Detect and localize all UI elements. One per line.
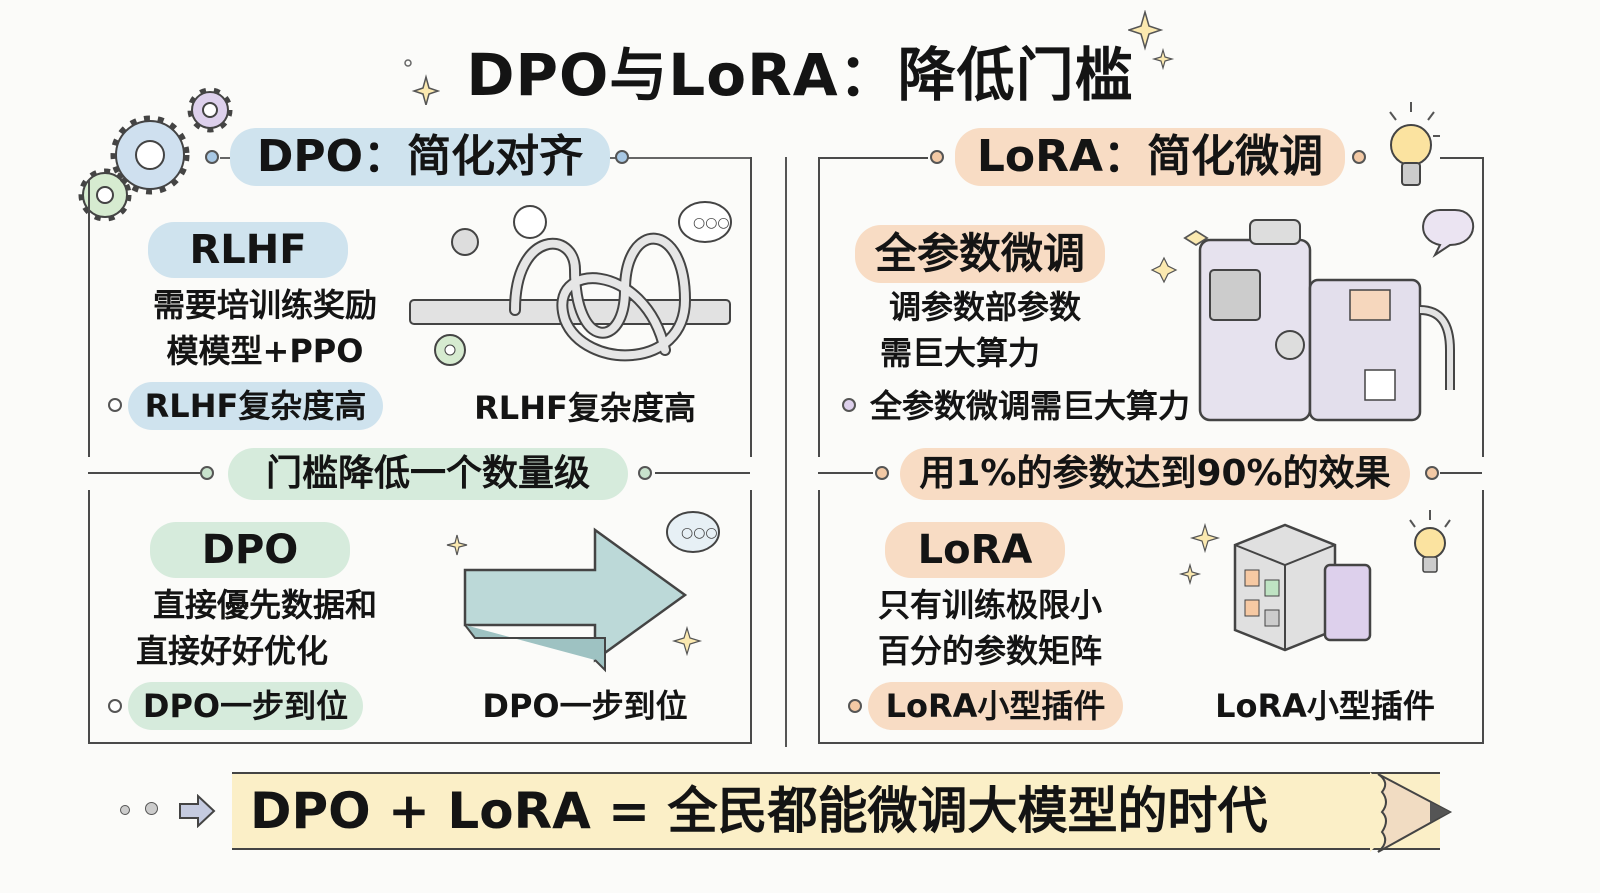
panel-border	[818, 742, 1484, 744]
plugin-module-icon	[1178, 510, 1451, 652]
panel-border	[1482, 490, 1484, 742]
tangled-pipes-icon: ○○○	[409, 201, 732, 366]
panel-border	[1440, 472, 1482, 474]
connector-dot	[638, 466, 652, 480]
panel-border	[818, 157, 928, 159]
svg-text:○○○: ○○○	[681, 525, 718, 541]
panel-border	[818, 490, 820, 742]
panel-border	[750, 490, 752, 742]
dpo-desc-line-2: 直接好好优化	[136, 632, 329, 670]
sparkle-icon	[404, 59, 440, 105]
rlhf-desc-line-2: 模模型+PPO	[166, 332, 364, 370]
bullet-dot	[842, 398, 856, 412]
lora-label: LoRA	[885, 522, 1065, 578]
rlhf-bullet: RLHF复杂度高	[128, 382, 383, 430]
footer-banner: DPO + LoRA = 全民都能微调大模型的时代	[232, 772, 1440, 850]
panel-border	[88, 180, 90, 457]
svg-text:○○○: ○○○	[693, 215, 730, 231]
connector-dot	[615, 150, 629, 164]
dpo-desc-line-1: 直接優先数据和	[152, 586, 377, 624]
full-finetune-label: 全参数微调	[855, 225, 1105, 283]
pencil-tip-icon	[1370, 772, 1453, 853]
bullet-dot	[108, 398, 122, 412]
dpo-label: DPO	[150, 522, 350, 578]
panel-border	[88, 472, 208, 474]
panel-border	[750, 157, 752, 457]
dpo-bullet: DPO一步到位	[128, 682, 363, 730]
dpo-section-header: DPO：简化对齐	[230, 128, 610, 186]
bullet-dot	[848, 699, 862, 713]
panel-border	[818, 472, 873, 474]
connector-dot	[930, 150, 944, 164]
panel-border	[88, 742, 752, 744]
connector-dot	[200, 466, 214, 480]
panel-border	[1440, 157, 1482, 159]
large-machine-icon	[1150, 209, 1475, 422]
center-divider	[785, 157, 787, 747]
panel-border	[1482, 157, 1484, 457]
full-finetune-line-1: 调参数部参数	[888, 288, 1081, 326]
lora-bullet: LoRA小型插件	[868, 682, 1123, 730]
lora-desc-line-1: 只有训练极限小	[877, 586, 1102, 624]
pipes-caption: RLHF复杂度高	[474, 389, 696, 427]
bullet-dot	[108, 699, 122, 713]
full-finetune-line-2: 需巨大算力	[879, 334, 1040, 372]
panel-border	[88, 490, 90, 742]
connector-dot	[1425, 466, 1439, 480]
connector-dot	[145, 802, 158, 815]
panel-border	[655, 472, 750, 474]
sparkle-icon	[1128, 10, 1175, 70]
rlhf-desc-line-1: 需要培训练奖励	[152, 286, 377, 324]
lora-desc-line-2: 百分的参数矩阵	[877, 632, 1102, 670]
plugin-caption: LoRA小型插件	[1215, 687, 1435, 725]
connector-dot	[205, 150, 219, 164]
efficiency-divider: 用1%的参数达到90%的效果	[900, 448, 1410, 500]
rlhf-label: RLHF	[148, 222, 348, 278]
connector-dot	[875, 466, 889, 480]
arrow-right-icon: ○○○	[446, 511, 720, 673]
connector-dot	[1352, 150, 1366, 164]
arrow-right-icon	[179, 794, 216, 828]
lora-section-header: LoRA：简化微调	[955, 128, 1345, 186]
arrow-caption: DPO一步到位	[482, 687, 688, 725]
panel-border	[818, 157, 820, 457]
connector-dot	[120, 805, 130, 815]
threshold-divider: 门槛降低一个数量级	[228, 448, 628, 500]
page-title: DPO与LoRA：降低门槛	[466, 41, 1134, 109]
gears-icon	[78, 87, 233, 222]
full-finetune-bullet: 全参数微调需巨大算力	[869, 387, 1190, 425]
lightbulb-icon	[1389, 102, 1440, 186]
